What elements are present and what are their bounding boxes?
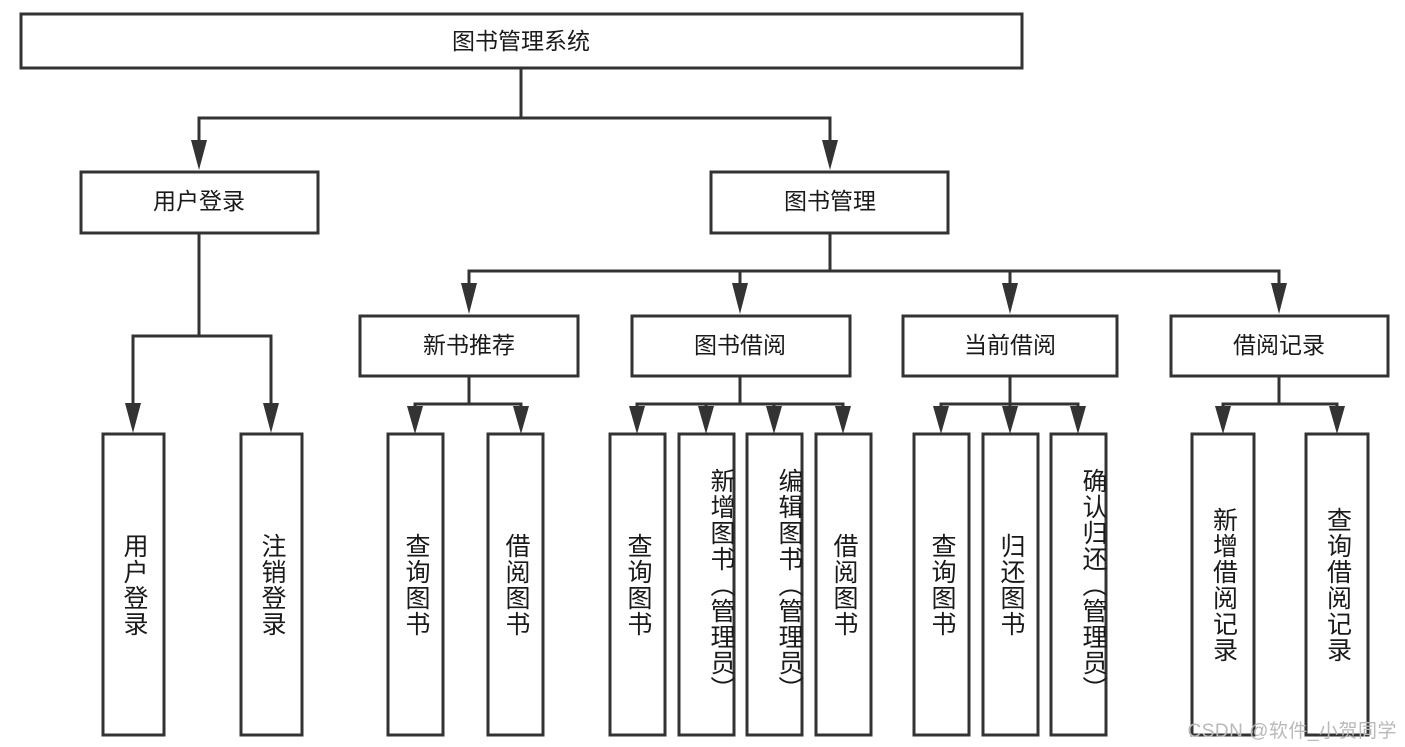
arrow-head-leaf-query-record — [1329, 406, 1345, 434]
node-box-leaf-add-book[interactable] — [677, 432, 736, 737]
connector-group — [125, 66, 1345, 434]
label-new-book-recommend: 新书推荐 — [423, 332, 515, 358]
horizontal-label-group: 图书管理系统 用户登录 图书管理 新书推荐 图书借阅 当前借阅 借阅记录 — [153, 28, 1325, 358]
arrow-head-new-book-recommend — [461, 283, 477, 314]
arrow-head-leaf-logout-login — [263, 403, 279, 433]
arrow-head-leaf-borrow-book-2 — [835, 406, 851, 434]
arrow-head-leaf-query-book-3 — [933, 406, 949, 434]
label-book-borrow: 图书借阅 — [694, 332, 786, 358]
node-box-leaf-borrow-book-1[interactable] — [486, 432, 545, 737]
node-box-borrow-record[interactable] — [1169, 314, 1390, 378]
node-box-leaf-return-book[interactable] — [981, 432, 1040, 737]
label-current-borrow: 当前借阅 — [964, 332, 1056, 358]
csdn-watermark: CSDN @软件_小贺同学 — [1187, 721, 1397, 742]
label-borrow-record: 借阅记录 — [1233, 332, 1325, 358]
arrow-head-book-borrow — [732, 283, 748, 314]
node-box-leaf-add-record[interactable] — [1190, 432, 1256, 737]
node-box-leaf-user-login[interactable] — [101, 432, 166, 737]
arrow-head-book-management — [822, 140, 838, 170]
label-book-management: 图书管理 — [784, 188, 876, 214]
node-box-group — [19, 12, 1390, 737]
arrow-head-leaf-edit-book — [766, 406, 782, 434]
node-box-book-management[interactable] — [709, 170, 950, 235]
arrow-head-borrow-record — [1271, 283, 1287, 314]
arrow-head-leaf-return-book — [1002, 406, 1018, 434]
node-box-leaf-borrow-book-2[interactable] — [814, 432, 873, 737]
node-box-new-book-recommend[interactable] — [358, 314, 580, 378]
arrow-head-current-borrow — [1002, 283, 1018, 314]
arrow-head-leaf-query-book-1 — [407, 406, 423, 434]
node-box-leaf-query-book-1[interactable] — [386, 432, 445, 737]
arrow-head-leaf-add-record — [1215, 406, 1231, 434]
node-box-leaf-query-book-2[interactable] — [608, 432, 667, 737]
arrow-head-leaf-query-book-2 — [629, 406, 645, 434]
node-box-leaf-query-record[interactable] — [1304, 432, 1370, 737]
node-box-root[interactable] — [19, 12, 1024, 70]
node-box-user-login[interactable] — [79, 170, 320, 235]
node-box-leaf-query-book-3[interactable] — [912, 432, 971, 737]
label-user-login: 用户登录 — [153, 188, 245, 214]
node-box-leaf-logout-login[interactable] — [239, 432, 304, 737]
label-root: 图书管理系统 — [452, 28, 590, 54]
node-box-leaf-edit-book[interactable] — [745, 432, 804, 737]
arrow-head-leaf-add-book — [698, 406, 714, 434]
node-box-current-borrow[interactable] — [901, 314, 1119, 378]
arrow-head-leaf-borrow-book-1 — [513, 406, 529, 434]
arrow-head-leaf-confirm-return — [1070, 406, 1086, 434]
arrow-head-leaf-user-login — [125, 403, 141, 433]
arrow-head-user-login — [191, 140, 207, 170]
node-box-leaf-confirm-return[interactable] — [1049, 432, 1108, 737]
node-box-book-borrow[interactable] — [630, 314, 852, 378]
